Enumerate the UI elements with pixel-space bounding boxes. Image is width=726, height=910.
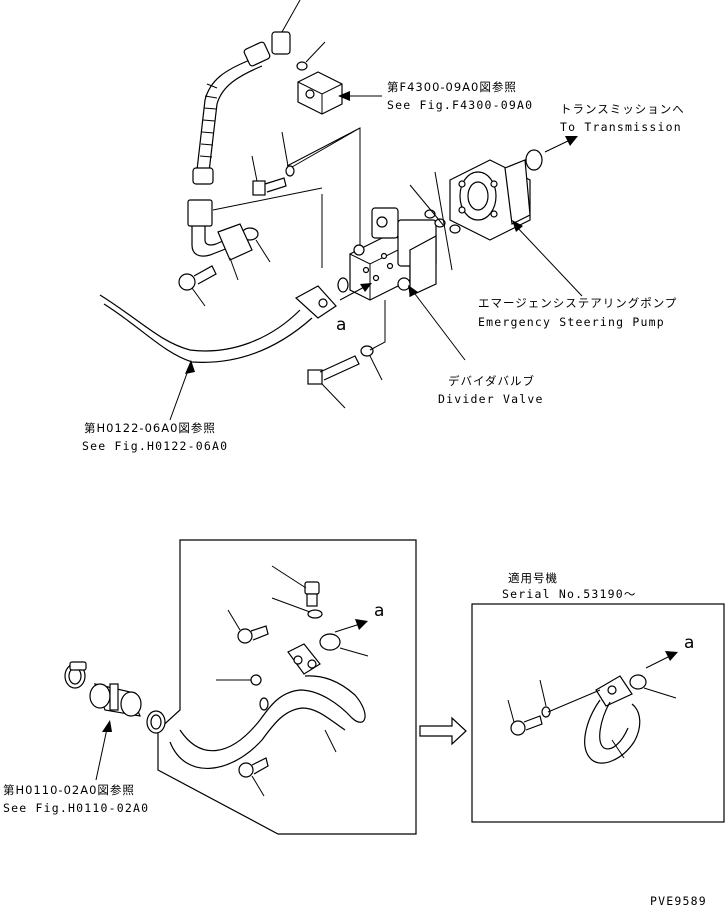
divider-valve-en: Divider Valve: [438, 392, 544, 406]
hose-lower: [99, 285, 337, 363]
o-ring-pump-2: [434, 218, 446, 228]
bolt-serial: [507, 679, 551, 736]
bolt-detail-1: [227, 609, 269, 644]
detail-frame: [157, 539, 417, 835]
divider-valve: [349, 207, 437, 301]
hose-upper: [187, 59, 263, 257]
emergency-pump-jp: エマージェンシステアリングポンプ: [478, 296, 677, 310]
ref-h0110-jp: 第H0110-02A0図参照: [3, 783, 135, 797]
to-transmission-jp: トランスミッションへ: [560, 102, 685, 116]
arrow-label-a-detail: a: [374, 601, 384, 621]
bolt-detail-2: [216, 674, 262, 686]
upper-assembly: a: [99, 0, 583, 421]
bolt-upper: [251, 131, 295, 196]
ref-h0110-en: See Fig.H0110-02A0: [3, 801, 149, 815]
ref-h0122-jp: 第H0122-06A0図参照: [84, 421, 216, 435]
hose-clamp: [64, 661, 87, 689]
serial-view: 適用号機 Serial No.53190～ a: [471, 571, 725, 823]
detail-view: a: [3, 539, 417, 835]
o-ring-pump-3: [449, 224, 461, 234]
serial-frame: [471, 603, 725, 823]
ref-h0122-en: See Fig.H0122-06A0: [82, 439, 228, 453]
manifold-block-top: [297, 71, 343, 115]
o-ring-top: [296, 61, 308, 71]
drawing-id: PVE9589: [650, 894, 707, 908]
emergency-steering-pump: [449, 159, 531, 241]
elbow-fitting-top: [243, 0, 301, 67]
serial-en: Serial No.53190～: [502, 587, 637, 601]
ref-f4300-jp: 第F4300-09A0図参照: [387, 80, 517, 94]
arrow-label-a-serial: a: [684, 633, 694, 653]
o-ring-valve-left: [337, 277, 349, 293]
plug-detail: [271, 565, 341, 651]
ref-f4300-en: See Fig.F4300-09A0: [387, 98, 533, 112]
arrow-label-a-main: a: [336, 315, 346, 335]
transition-arrow: [419, 716, 467, 746]
to-transmission-en: To Transmission: [560, 120, 682, 134]
hose-clamp-2: [146, 710, 166, 734]
serial-jp: 適用号機: [508, 571, 558, 585]
split-flange-left: [217, 223, 253, 281]
pipe-fitting-serial: [584, 674, 647, 764]
long-bolt: [307, 345, 383, 409]
bolt-lower-left: [178, 265, 217, 307]
divider-valve-jp: デバイダバルブ: [448, 374, 535, 388]
o-ring-transmission: [525, 149, 543, 171]
emergency-pump-en: Emergency Steering Pump: [478, 315, 665, 329]
hose-coupling: [89, 683, 142, 717]
bolt-detail-3: [238, 757, 269, 797]
pipe-fitting-detail: [169, 643, 366, 769]
